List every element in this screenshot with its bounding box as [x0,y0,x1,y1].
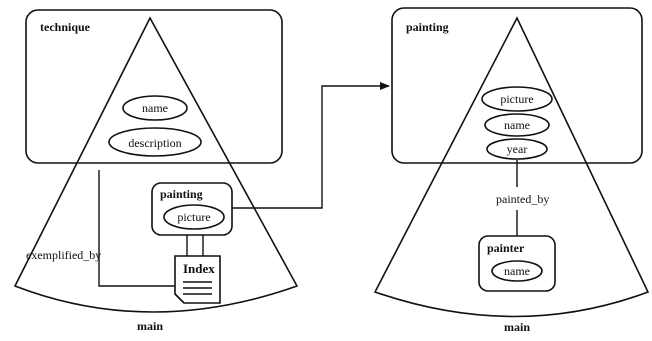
painter-box-title: painter [487,241,525,255]
left-structure: technique name description painting pict… [13,9,299,333]
left-picture-label: picture [177,210,210,224]
technique-box-title: technique [40,20,91,34]
left-main-cone [13,16,299,313]
left-picture-attribute [163,204,225,230]
left-main-label: main [137,319,163,333]
exemplified-by-label: exemplified_by [26,248,101,262]
right-main-label: main [504,320,530,334]
index-document-icon [174,255,221,304]
technique-box [25,9,283,164]
painter-name-label: name [504,264,530,278]
left-painting-box-title: painting [160,187,203,201]
painter-name-attribute [491,260,543,282]
painting-box-title: painting [406,20,449,34]
technique-description-label: description [128,136,181,150]
painting-name-attribute [484,113,550,137]
painting-picture-attribute [481,86,553,112]
right-structure: painting picture name year painted_by pa… [373,7,650,334]
index-document-label: Index [183,261,215,276]
painted-by-label: painted_by [496,192,549,206]
right-main-cone [373,16,650,318]
painting-year-attribute [486,138,548,160]
painting-name-label: name [504,118,530,132]
painting-picture-label: picture [500,92,533,106]
technique-name-label: name [142,101,168,115]
index-document-fold [174,293,185,304]
technique-description-attribute [108,127,202,157]
exemplified-by-link [98,170,175,287]
technique-name-attribute [122,95,188,121]
painting-year-label: year [507,142,528,156]
cross-structure-arrow [232,82,390,209]
